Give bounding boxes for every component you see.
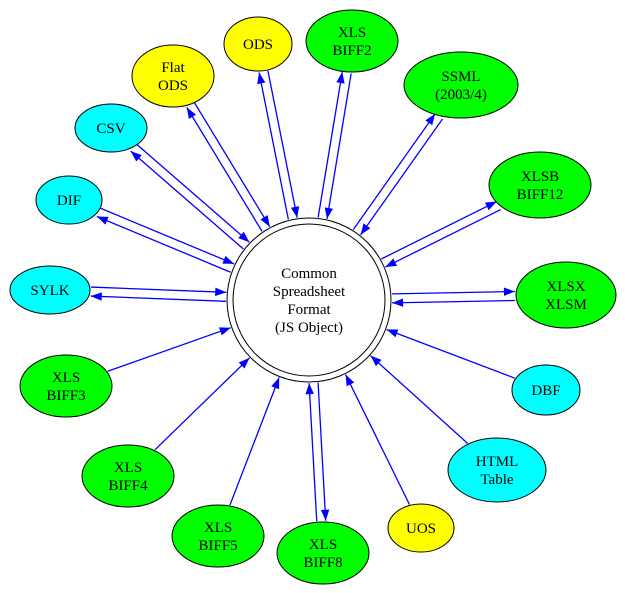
node-sylk: SYLK — [9, 265, 91, 315]
svg-text:XLSM: XLSM — [545, 297, 587, 313]
svg-text:Common: Common — [281, 266, 337, 282]
edge-csv — [130, 143, 250, 250]
edge-uos — [345, 374, 411, 505]
node-ssml-2003-4: SSML (2003/4) — [403, 51, 519, 119]
node-xls-biff5: XLS BIFF5 — [171, 504, 265, 568]
edge-ods — [257, 70, 300, 220]
svg-text:BIFF3: BIFF3 — [46, 388, 85, 404]
node-xlsb-biff12: XLSB BIFF12 — [488, 151, 592, 219]
edge-xls-biff3 — [107, 327, 231, 372]
node-xls-biff2: XLS BIFF2 — [305, 9, 399, 73]
node-html-table: HTML Table — [447, 437, 547, 503]
svg-text:SSML: SSML — [441, 69, 480, 85]
svg-text:XLS: XLS — [114, 460, 142, 476]
svg-text:XLSX: XLSX — [546, 279, 585, 295]
edge-dbf — [386, 328, 516, 379]
node-ods: ODS — [223, 16, 293, 72]
svg-text:Table: Table — [480, 472, 513, 488]
edge-sylk — [90, 286, 227, 302]
svg-text:CSV: CSV — [96, 121, 125, 137]
svg-text:Format: Format — [287, 302, 331, 318]
svg-text:SYLK: SYLK — [30, 283, 69, 299]
edge-flat-ods — [186, 102, 271, 232]
svg-text:BIFF5: BIFF5 — [198, 538, 237, 554]
svg-text:ODS: ODS — [158, 78, 188, 94]
edge-xls-biff8 — [305, 382, 330, 522]
edge-dif — [96, 207, 235, 273]
svg-text:UOS: UOS — [406, 521, 436, 537]
svg-text:BIFF8: BIFF8 — [303, 555, 342, 571]
svg-text:BIFF2: BIFF2 — [332, 43, 371, 59]
node-xlsx-xlsm: XLSX XLSM — [515, 261, 617, 329]
edge-xlsb-biff12 — [381, 200, 501, 268]
svg-text:XLSB: XLSB — [521, 169, 559, 185]
node-uos: UOS — [387, 503, 455, 553]
node-dbf: DBF — [511, 364, 581, 416]
edge-xls-biff5 — [229, 377, 280, 506]
svg-text:(2003/4): (2003/4) — [435, 87, 487, 103]
svg-text:DIF: DIF — [57, 193, 81, 209]
node-csv: CSV — [74, 103, 148, 153]
svg-text:XLS: XLS — [309, 537, 337, 553]
svg-text:HTML: HTML — [476, 454, 519, 470]
edge-xlsx-xlsm — [391, 287, 516, 307]
svg-text:XLS: XLS — [338, 25, 366, 41]
node-xls-biff3: XLS BIFF3 — [19, 354, 113, 418]
edge-xls-biff2 — [317, 71, 352, 219]
svg-text:ODS: ODS — [243, 37, 273, 53]
edge-ssml-2003-4 — [352, 113, 444, 236]
node-xls-biff8: XLS BIFF8 — [276, 521, 370, 585]
svg-text:XLS: XLS — [52, 370, 80, 386]
node-xls-biff4: XLS BIFF4 — [81, 444, 175, 508]
svg-text:Flat: Flat — [161, 60, 185, 76]
svg-text:BIFF12: BIFF12 — [517, 187, 564, 203]
svg-text:BIFF4: BIFF4 — [108, 478, 148, 494]
edge-xls-biff4 — [154, 357, 250, 451]
svg-text:DBF: DBF — [531, 383, 560, 399]
node-dif: DIF — [35, 175, 103, 225]
svg-text:(JS Object): (JS Object) — [275, 320, 343, 336]
svg-text:XLS: XLS — [204, 520, 232, 536]
svg-text:Spreadsheet: Spreadsheet — [273, 284, 346, 300]
edge-html-table — [370, 355, 469, 444]
